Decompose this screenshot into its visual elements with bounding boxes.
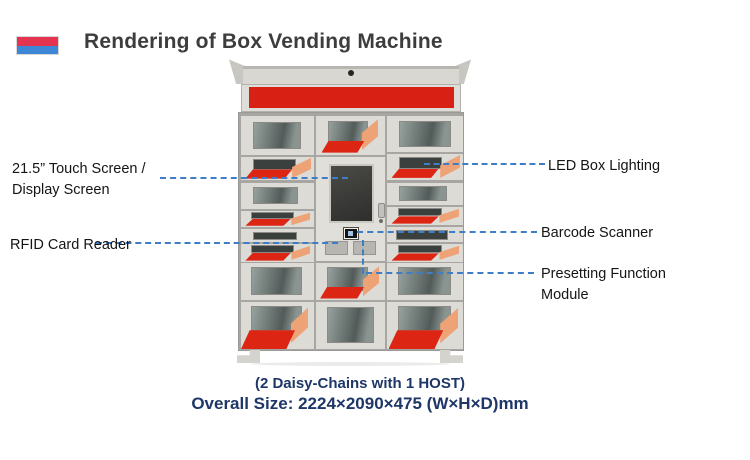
shelf-red	[320, 286, 365, 299]
shelf-red	[321, 140, 365, 153]
shelf-red	[245, 219, 291, 226]
shelf-red	[391, 168, 439, 178]
machine-foot-right	[440, 350, 463, 363]
shelf-side-orange	[439, 208, 460, 223]
locker-door	[241, 116, 314, 155]
locker-door	[387, 116, 463, 152]
locker-door	[241, 229, 314, 242]
locker-door	[241, 211, 314, 227]
callout-rfid-card-reader: RFID Card Reader	[10, 237, 131, 253]
locker-window	[252, 231, 297, 240]
locker-door	[241, 302, 314, 349]
shelf-red	[391, 216, 439, 224]
locker-door	[387, 154, 463, 180]
leader-line-touch-screen	[160, 177, 348, 179]
leader-line-presetting-horizontal	[366, 272, 534, 274]
locker-window	[397, 245, 443, 254]
callout-touch-screen: 21.5” Touch Screen / Display Screen	[12, 161, 146, 199]
locker-door	[241, 263, 314, 300]
shelf-side-orange	[291, 212, 311, 226]
locker-door	[387, 302, 463, 349]
signboard-red-banner	[249, 87, 454, 108]
locker-door	[387, 183, 463, 205]
shelf-red	[391, 253, 439, 261]
footer-notes: (2 Daisy-Chains with 1 HOST) Overall Siz…	[55, 375, 665, 414]
machine-shadow	[250, 362, 450, 366]
callout-led-box-lighting: LED Box Lighting	[548, 158, 661, 174]
locker-window	[251, 211, 295, 220]
locker-door	[241, 157, 314, 180]
locker-window	[399, 121, 451, 147]
locker-window	[252, 159, 296, 171]
shelf-red	[241, 330, 296, 349]
locker-door	[316, 116, 385, 155]
leader-line-led	[424, 163, 545, 165]
locker-door	[241, 244, 314, 262]
locker-column-left	[241, 115, 314, 349]
locker-window	[397, 208, 443, 217]
leader-line-presetting-vertical	[362, 240, 364, 274]
locker-door	[387, 263, 463, 300]
shelf-side-orange	[439, 245, 460, 260]
flag-icon	[17, 37, 58, 54]
barcode-scanner	[344, 228, 358, 239]
presetting-function-module-pad	[353, 241, 376, 255]
rfid-card-reader-pad	[325, 241, 348, 255]
shelf-red	[245, 253, 291, 261]
flag-red-stripe	[17, 37, 58, 46]
locker-window	[396, 230, 449, 240]
keyhole-icon	[379, 219, 383, 223]
callout-barcode-scanner: Barcode Scanner	[541, 225, 654, 241]
leader-line-rfid	[96, 242, 338, 244]
leader-line-barcode	[357, 231, 537, 233]
locker-door	[316, 263, 385, 300]
locker-window	[252, 187, 299, 205]
locker-window	[327, 306, 374, 344]
camera-dot-icon	[348, 70, 354, 76]
callout-presetting-module: Presetting Function Module	[541, 266, 666, 304]
machine-foot-left	[237, 350, 260, 363]
shelf-side-orange	[291, 245, 311, 260]
shelf-side-orange	[440, 155, 460, 178]
kiosk-panel	[316, 157, 385, 261]
locker-window	[399, 186, 447, 202]
locker-window	[251, 267, 303, 295]
locker-window	[251, 245, 295, 253]
shelf-red	[245, 169, 293, 179]
locker-column-right	[387, 115, 463, 349]
locker-door	[387, 227, 463, 242]
shelf-red	[388, 330, 444, 349]
door-lock-handle	[378, 203, 385, 218]
scanner-glyph-icon	[348, 231, 353, 236]
touch-screen	[329, 164, 374, 223]
locker-window	[252, 121, 301, 150]
locker-door	[316, 302, 385, 349]
footer-overall-size: Overall Size: 2224×2090×475 (W×H×D)mm	[191, 394, 529, 413]
page-title: Rendering of Box Vending Machine	[84, 30, 443, 53]
locker-door	[387, 244, 463, 262]
locker-door	[241, 183, 314, 209]
locker-door	[387, 207, 463, 225]
footer-daisy-chain-note: (2 Daisy-Chains with 1 HOST)	[254, 375, 466, 392]
flag-blue-stripe	[17, 46, 58, 54]
